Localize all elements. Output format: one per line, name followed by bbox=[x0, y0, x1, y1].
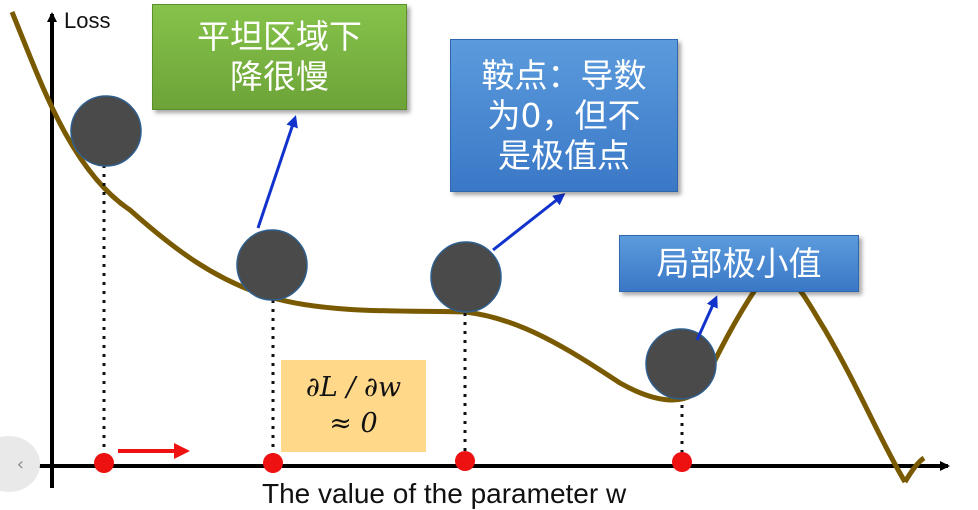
param-dot-4 bbox=[672, 452, 692, 472]
loss-curve bbox=[9, 11, 908, 484]
x-axis-label: The value of the parameter w bbox=[262, 478, 627, 509]
ball-saddle bbox=[430, 241, 502, 313]
plateau-callout: 平坦区域下 降很慢 bbox=[152, 4, 407, 110]
plateau-callout-line-1: 平坦区域下 bbox=[197, 17, 362, 56]
pointer-arrow-saddle bbox=[492, 193, 566, 252]
chevron-left-icon: ‹ bbox=[16, 453, 24, 475]
pointer-arrow-local-min bbox=[695, 295, 718, 341]
param-dot-1 bbox=[94, 453, 114, 473]
saddle-point-callout: 鞍点：导数 为0，但不 是极值点 bbox=[450, 39, 678, 192]
ball-steep bbox=[70, 95, 142, 167]
saddle-callout-line-1: 鞍点：导数 bbox=[481, 55, 647, 95]
saddle-callout-line-2: 为0，但不 bbox=[487, 95, 641, 135]
param-dot-2 bbox=[263, 453, 283, 473]
param-dot-3 bbox=[455, 451, 475, 471]
derivative-expression: ∂L / ∂w bbox=[305, 372, 402, 403]
derivative-approx: ≈ 0 bbox=[329, 408, 378, 439]
pointer-arrow-plateau bbox=[256, 115, 298, 229]
ball-plateau bbox=[236, 229, 308, 301]
ball-local-min bbox=[645, 328, 717, 400]
loss-curve-tail bbox=[902, 455, 926, 484]
diagram-canvas bbox=[9, 11, 950, 488]
y-axis-label: Loss bbox=[64, 8, 111, 33]
saddle-callout-line-3: 是极值点 bbox=[498, 135, 630, 175]
derivative-box: ∂L / ∂w ≈ 0 bbox=[281, 360, 426, 452]
local-min-callout: 局部极小值 bbox=[619, 235, 859, 292]
loss-landscape-diagram: Loss The value of the parameter w 平坦区域下 … bbox=[0, 4, 950, 509]
plateau-callout-line-2: 降很慢 bbox=[230, 57, 329, 96]
